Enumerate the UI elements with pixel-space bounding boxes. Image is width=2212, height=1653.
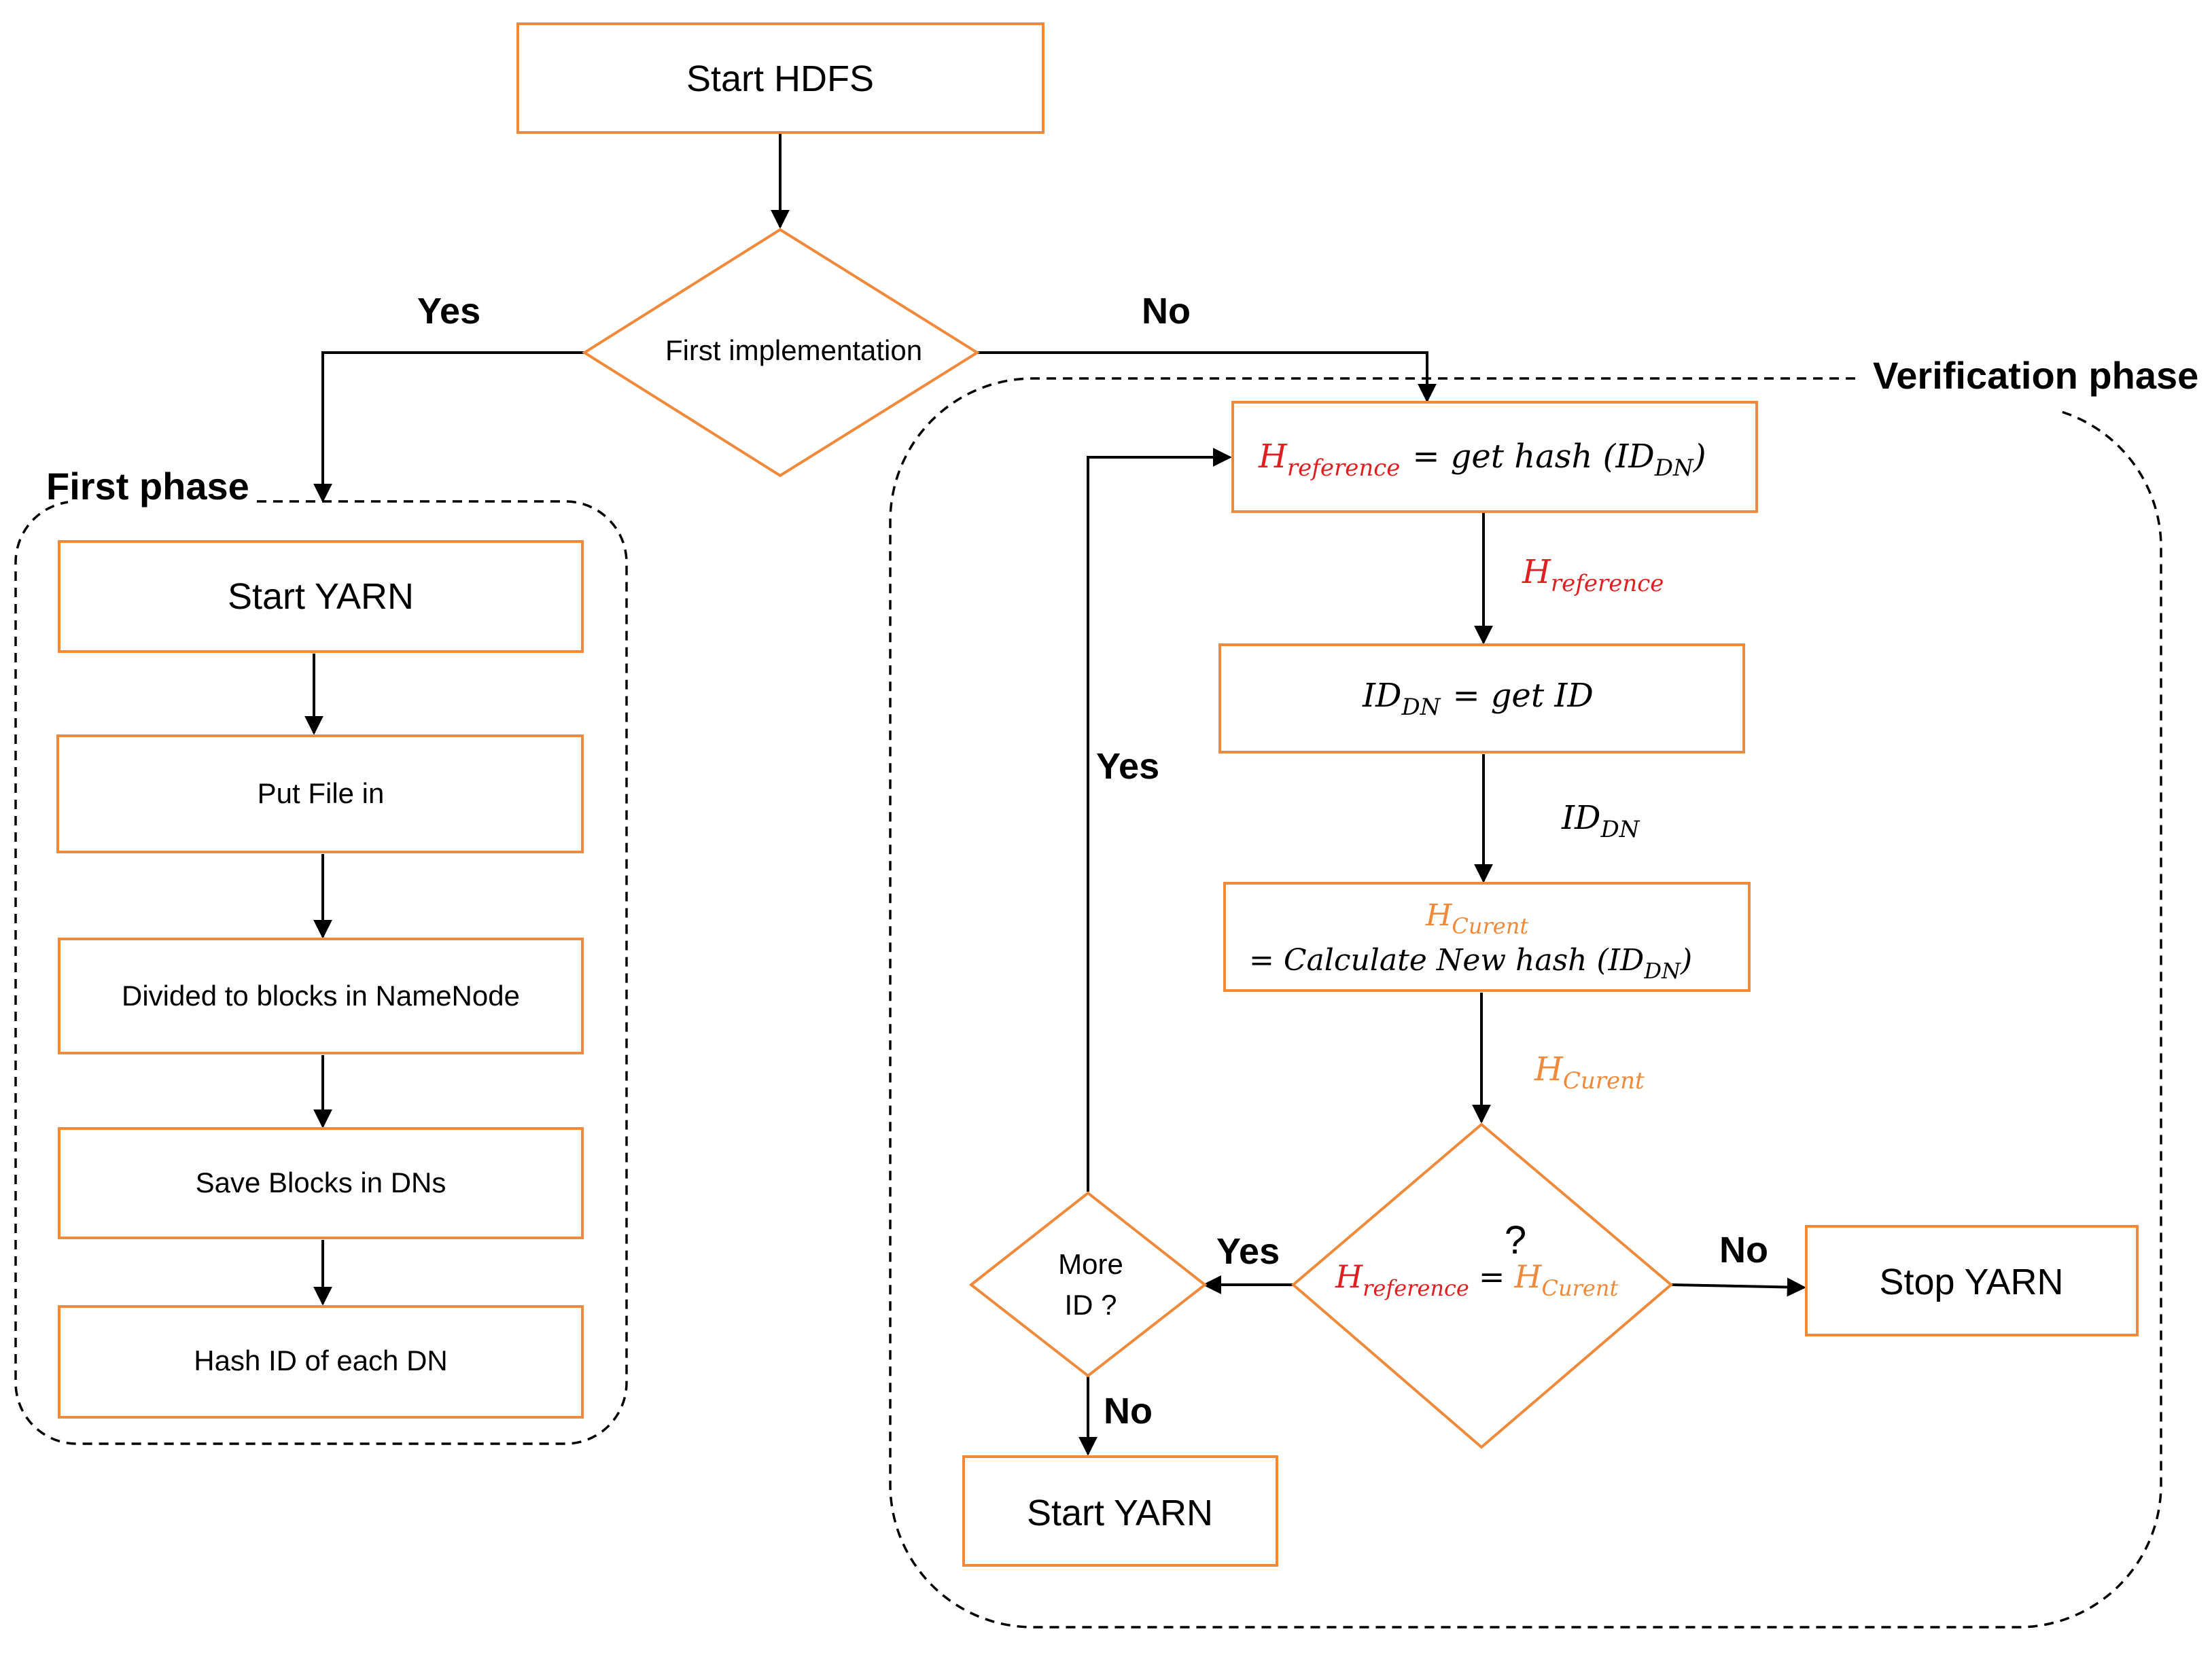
get-hash-text: get hash ( [1451, 438, 1617, 476]
save-blocks-node: Save Blocks in DNs [58, 1127, 584, 1239]
h-reference-symbol: H [1335, 1258, 1363, 1295]
h-current-edge-label: HCurent [1534, 1050, 1645, 1095]
edge-more-id-loop [1087, 448, 1232, 1192]
get-id-text: get ID [1491, 677, 1594, 715]
id-dn-edge-label: IDDN [1561, 799, 1640, 843]
first-implementation-label: First implementation [665, 334, 922, 366]
calculate-hash-node: HCurent = Calculate New hash (IDDN) [1223, 882, 1751, 992]
h-reference-symbol: H [1258, 438, 1288, 476]
put-file-node: Put File in [56, 734, 584, 853]
edge-yes-to-first-phase [313, 351, 584, 503]
h-reference-subscript: reference [1363, 1275, 1469, 1301]
equals-sign: = [1412, 438, 1439, 476]
h-current-subscript: Curent [1452, 913, 1528, 939]
start-yarn-first-label: Start YARN [228, 576, 414, 617]
h-current-node-label: HCurent [1425, 898, 1528, 939]
save-blocks-label: Save Blocks in DNs [196, 1167, 446, 1198]
get-id-formula: IDDN = get ID [1362, 677, 1594, 721]
edge-compare-to-stop [1670, 1277, 1806, 1297]
equals-sign: = [1479, 1258, 1505, 1295]
label-no-more-id: No [1104, 1391, 1153, 1432]
close-paren: ) [1693, 438, 1706, 476]
h-current-symbol: H [1425, 898, 1453, 933]
edges [304, 134, 1806, 1456]
more-id-label-line1: More [1058, 1248, 1123, 1280]
h-current-edge-symbol: H [1534, 1050, 1564, 1088]
compare-decision: ? Hreference=HCurent [1291, 1122, 1674, 1449]
h-current-symbol: H [1513, 1258, 1542, 1295]
first-implementation-decision: First implementation [582, 228, 980, 478]
start-hdfs-label: Start HDFS [686, 58, 874, 99]
more-id-decision: More ID ? [968, 1191, 1208, 1378]
stop-yarn-label: Stop YARN [1879, 1262, 2063, 1302]
start-yarn-final-label: Start YARN [1027, 1493, 1213, 1533]
label-yes-loop: Yes [1096, 746, 1159, 787]
id-symbol: ID [1615, 438, 1654, 476]
start-yarn-first-node: Start YARN [58, 540, 584, 653]
first-phase-region [14, 500, 628, 1445]
h-reference-subscript: reference [1287, 455, 1401, 482]
divided-blocks-label: Divided to blocks in NameNode [122, 980, 520, 1012]
h-current-edge-subscript: Curent [1563, 1067, 1645, 1095]
verification-phase-region [889, 377, 2162, 1629]
stop-yarn-node: Stop YARN [1805, 1225, 2139, 1336]
put-file-label: Put File in [258, 777, 385, 809]
start-hdfs-node: Start HDFS [516, 22, 1044, 134]
h-current-subscript: Curent [1542, 1275, 1619, 1301]
label-no-compare: No [1719, 1230, 1768, 1270]
close-paren: ) [1680, 943, 1692, 978]
hash-id-label: Hash ID of each DN [194, 1345, 448, 1376]
start-yarn-final-node: Start YARN [962, 1455, 1278, 1567]
more-id-label-line2: ID ? [1064, 1289, 1117, 1321]
edge-no-to-verification [977, 351, 1437, 403]
h-reference-edge-symbol: H [1522, 553, 1551, 591]
get-hash-node: Hreference = get hash (IDDN) [1231, 401, 1758, 513]
calculate-new-hash-formula: = Calculate New hash (IDDN) [1249, 943, 1692, 984]
label-yes-first: Yes [417, 291, 480, 332]
dn-subscript: DN [1401, 694, 1441, 721]
divided-blocks-node: Divided to blocks in NameNode [58, 938, 584, 1054]
hash-id-node: Hash ID of each DN [58, 1305, 584, 1419]
label-no-first: No [1142, 291, 1191, 332]
equals-sign: = [1452, 677, 1479, 715]
first-phase-label: First phase [46, 465, 249, 508]
id-dn-edge-subscript: DN [1600, 816, 1640, 843]
get-id-node: IDDN = get ID [1218, 643, 1745, 753]
id-symbol: ID [1362, 677, 1401, 715]
dn-subscript: DN [1643, 958, 1681, 984]
h-reference-edge-label: Hreference [1522, 553, 1664, 597]
id-dn-edge-symbol: ID [1561, 799, 1600, 837]
get-hash-formula: Hreference = get hash (IDDN) [1258, 438, 1706, 482]
h-reference-edge-subscript: reference [1551, 570, 1664, 597]
id-symbol: ID [1608, 943, 1645, 978]
question-mark: ? [1505, 1218, 1526, 1262]
calc-new-hash-text: = Calculate New hash ( [1249, 943, 1609, 978]
verification-phase-label: Verification phase [1873, 354, 2198, 397]
label-yes-compare: Yes [1216, 1231, 1280, 1272]
compare-formula: Hreference=HCurent [1335, 1258, 1618, 1301]
dn-subscript: DN [1654, 455, 1694, 482]
